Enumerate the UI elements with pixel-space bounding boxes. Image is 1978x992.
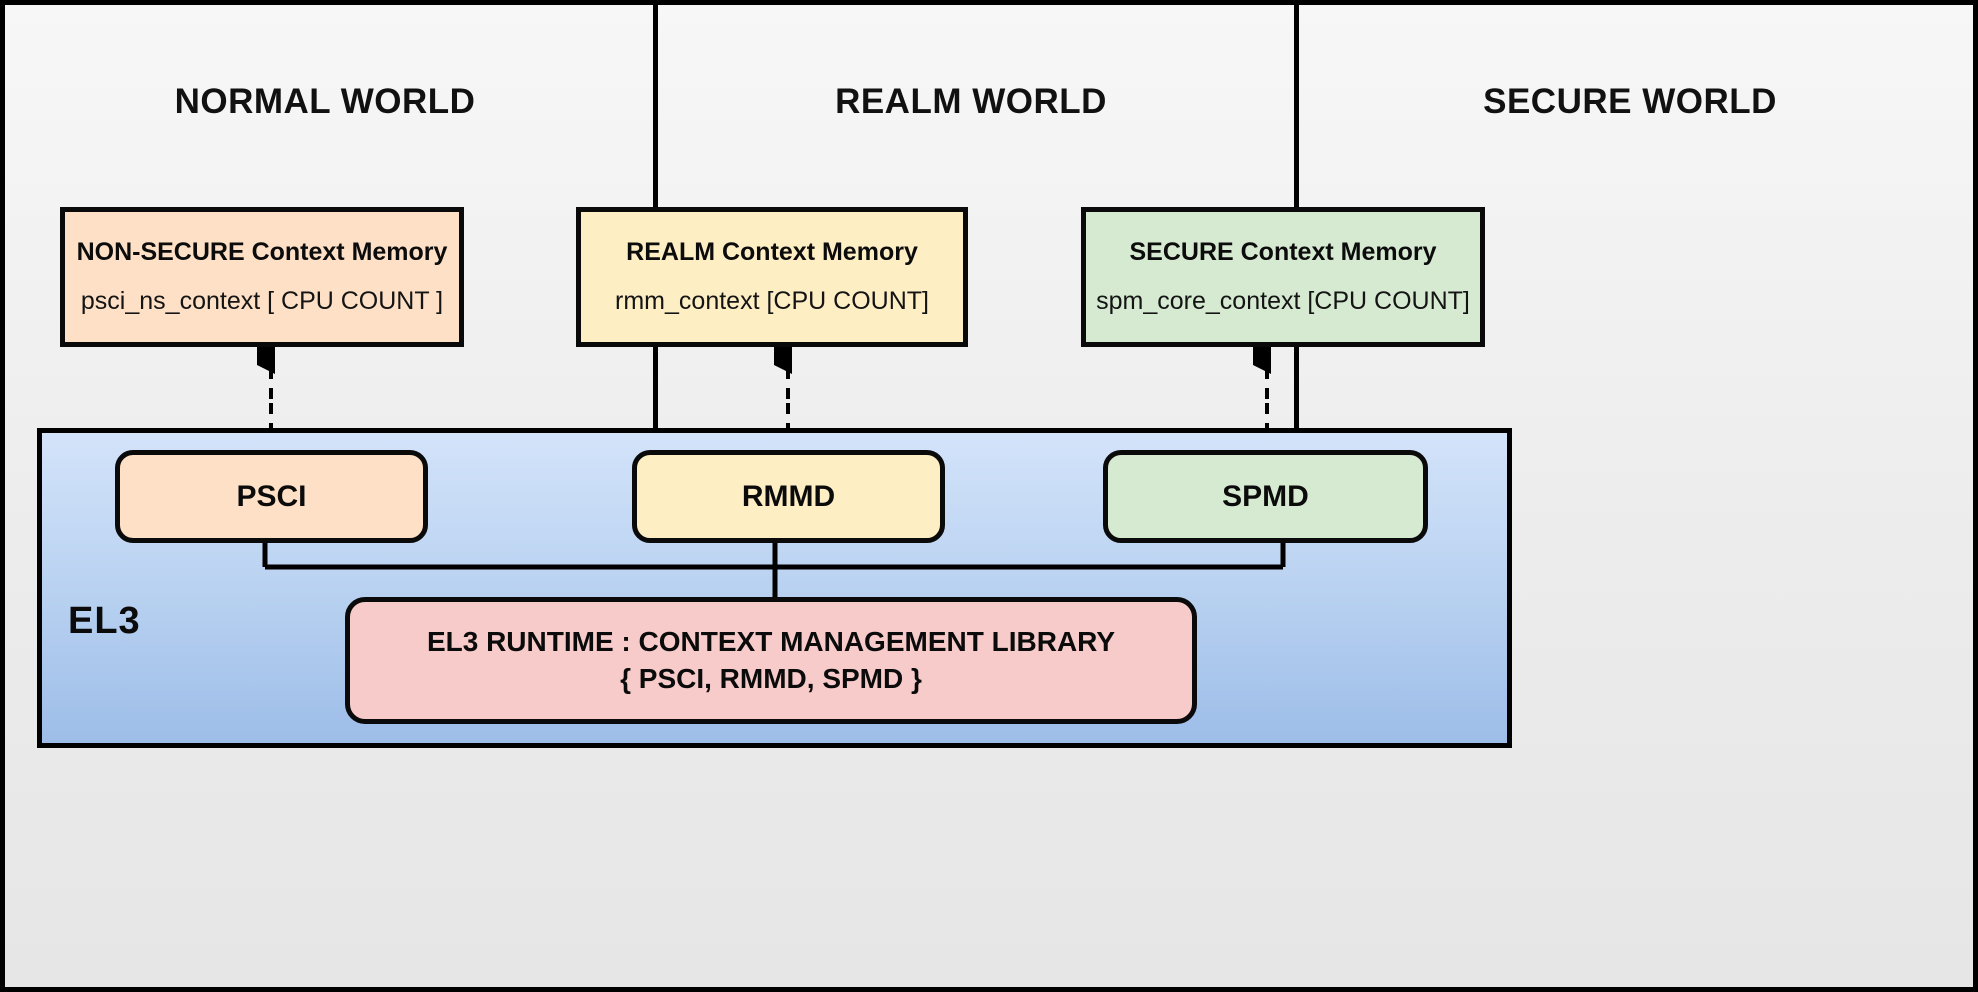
el3-runtime-line-1: EL3 RUNTIME : CONTEXT MANAGEMENT LIBRARY [426,625,1116,657]
context-memory-title-non-secure: NON-SECURE Context Memory [76,238,448,266]
dispatcher-box-psci[interactable]: PSCI [115,450,428,543]
dispatcher-label-psci: PSCI [236,479,307,513]
el3-runtime-box[interactable]: EL3 RUNTIME : CONTEXT MANAGEMENT LIBRARY… [345,597,1197,724]
context-memory-subtitle-non-secure: psci_ns_context [ CPU COUNT ] [80,287,444,315]
context-memory-title-realm: REALM Context Memory [626,238,918,266]
dispatcher-label-spmd: SPMD [1222,479,1309,513]
dashed-arrow-non-secure-to-psci [257,347,285,455]
world-title-normal: NORMAL WORLD [174,82,476,121]
world-title-realm: REALM WORLD [835,82,1107,121]
dashed-arrow-realm-to-rmmd [774,347,802,455]
dispatcher-label-rmmd: RMMD [741,479,836,513]
context-memory-subtitle-secure: spm_core_context [CPU COUNT] [1096,287,1470,315]
dispatcher-box-spmd[interactable]: SPMD [1103,450,1428,543]
context-memory-title-secure: SECURE Context Memory [1129,238,1437,266]
dispatcher-box-rmmd[interactable]: RMMD [632,450,945,543]
dashed-arrow-secure-to-spmd [1253,347,1281,455]
el3-label: EL3 [68,600,141,642]
context-memory-subtitle-realm: rmm_context [CPU COUNT] [615,287,929,315]
context-memory-box-non-secure[interactable]: NON-SECURE Context Memory psci_ns_contex… [60,207,464,347]
el3-runtime-line-2: { PSCI, RMMD, SPMD } [620,662,922,694]
world-title-secure: SECURE WORLD [1483,82,1777,121]
context-memory-box-realm[interactable]: REALM Context Memory rmm_context [CPU CO… [576,207,968,347]
context-memory-box-secure[interactable]: SECURE Context Memory spm_core_context [… [1081,207,1485,347]
